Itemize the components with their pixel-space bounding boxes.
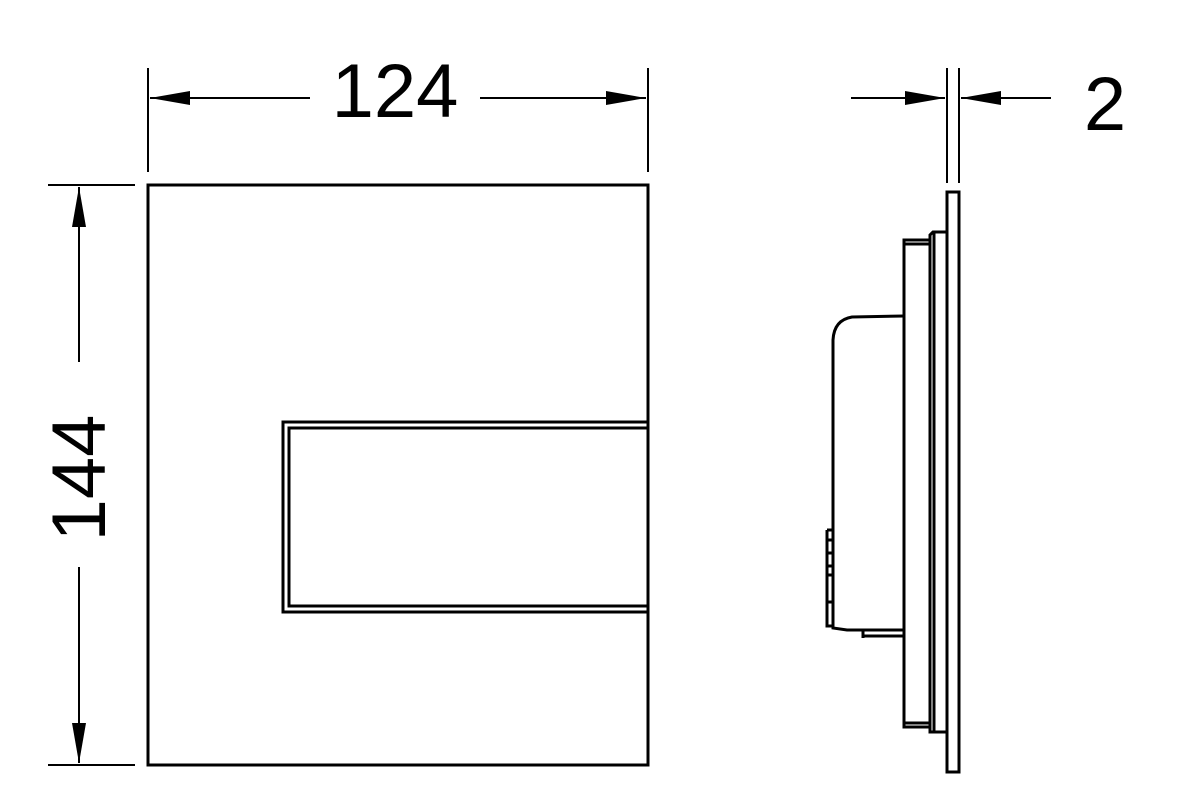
front-plate-profile <box>945 190 961 774</box>
height-dimension: 144 <box>37 184 135 766</box>
thickness-dimension-label: 2 <box>1084 62 1126 147</box>
sensor-window <box>281 420 648 614</box>
thickness-dimension: 2 <box>851 62 1126 183</box>
width-dimension: 124 <box>147 49 649 172</box>
width-dimension-label: 124 <box>332 49 459 134</box>
cover-plate-outline <box>146 183 650 767</box>
side-view <box>825 190 961 774</box>
height-dimension-label: 144 <box>37 415 122 542</box>
front-view <box>146 183 650 767</box>
